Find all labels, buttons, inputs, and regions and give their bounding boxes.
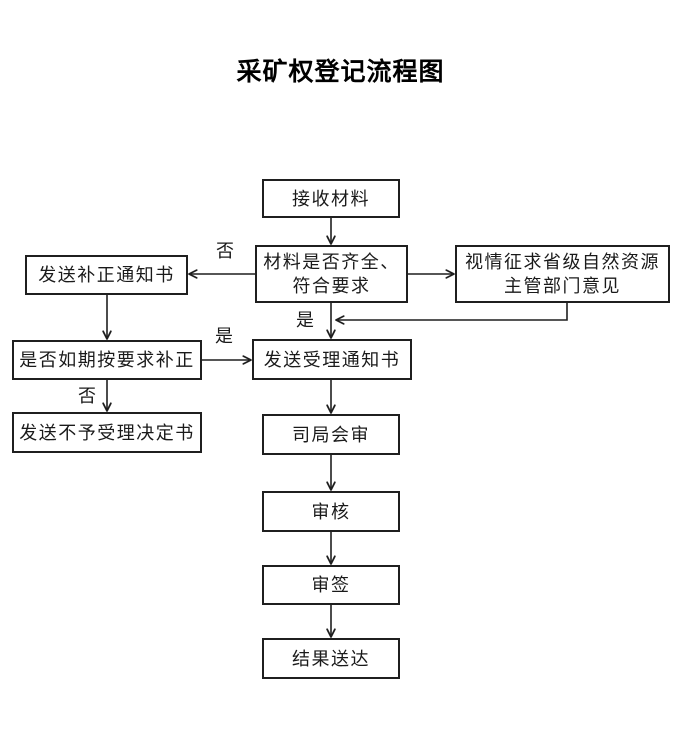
node-sign-approval: 审签 — [262, 565, 400, 605]
node-label-line1: 材料是否齐全、 — [263, 252, 400, 272]
node-deliver-result: 结果送达 — [262, 638, 400, 679]
node-label: 发送补正通知书 — [38, 265, 175, 285]
page-title: 采矿权登记流程图 — [236, 59, 445, 86]
node-label: 接收材料 — [292, 188, 370, 209]
node-send-rejection-decision: 发送不予受理决定书 — [12, 412, 202, 453]
node-review: 审核 — [262, 491, 400, 532]
node-check-materials: 材料是否齐全、 符合要求 — [255, 245, 408, 303]
node-label: 司局会审 — [292, 424, 370, 445]
edge-label-no-not-corrected: 否 — [78, 386, 96, 406]
node-send-acceptance-notice: 发送受理通知书 — [252, 339, 412, 380]
node-receive-materials: 接收材料 — [262, 179, 400, 218]
edge-label-no-incomplete: 否 — [216, 241, 234, 261]
node-label: 发送受理通知书 — [263, 349, 401, 370]
node-send-correction-notice: 发送补正通知书 — [25, 255, 188, 295]
node-seek-provincial-opinion: 视情征求省级自然资源 主管部门意见 — [455, 245, 670, 303]
node-department-joint-review: 司局会审 — [262, 414, 400, 455]
node-label: 结果送达 — [292, 648, 370, 669]
node-label-line1: 视情征求省级自然资源 — [465, 252, 660, 272]
node-corrected-on-time: 是否如期按要求补正 — [12, 340, 202, 380]
edge-label-yes-corrected: 是 — [215, 326, 233, 346]
node-label: 是否如期按要求补正 — [19, 350, 195, 370]
arrow-provincial-opinion-return — [335, 303, 568, 325]
edge-label-yes-complete: 是 — [296, 310, 314, 330]
node-label: 发送不予受理决定书 — [19, 422, 195, 443]
node-label: 审签 — [311, 575, 351, 595]
node-label: 审核 — [311, 501, 351, 522]
node-label-line2: 主管部门意见 — [504, 276, 621, 296]
node-label-line2: 符合要求 — [292, 276, 371, 296]
